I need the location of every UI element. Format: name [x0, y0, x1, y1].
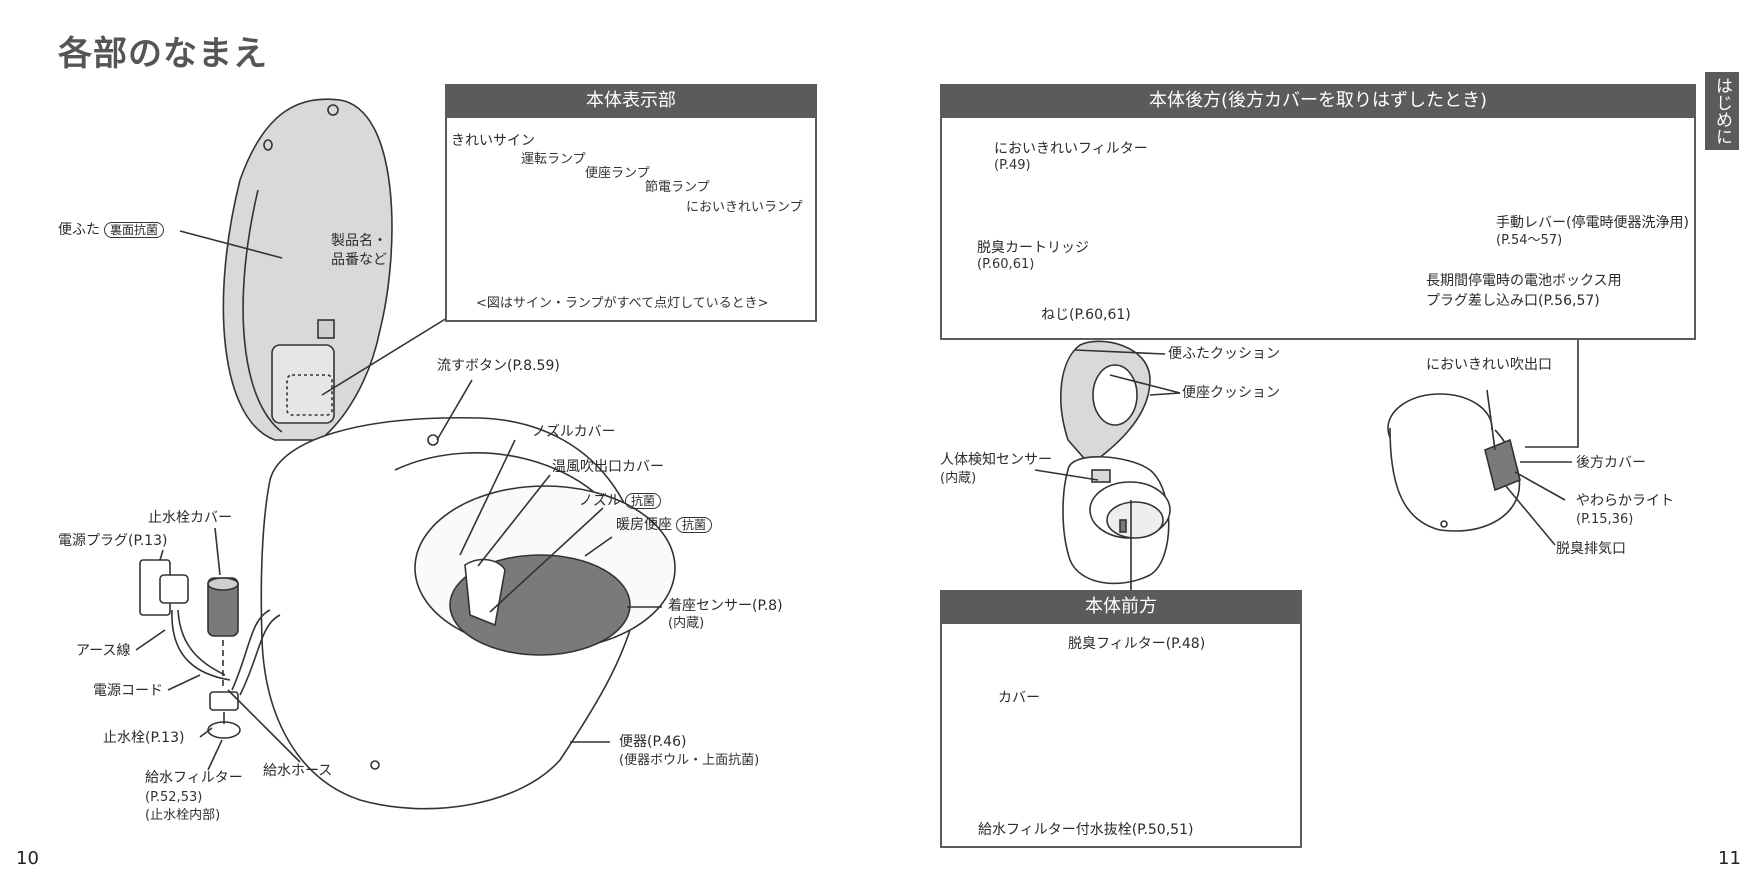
badge-lid-antibacterial: 裏面抗菌 — [104, 222, 165, 238]
label-manual-lever: 手動レバー(停電時便器洗浄用) — [1496, 215, 1689, 231]
label-bowl-note: (便器ボウル・上面抗菌) — [619, 753, 760, 768]
label-valve-cover: 止水栓カバー — [148, 510, 232, 526]
label-body-sensor: 人体検知センサー — [940, 452, 1052, 468]
label-bowl: 便器(P.46) — [619, 734, 687, 750]
label-battery-box: 長期間停電時の電池ボックス用 — [1426, 273, 1622, 289]
toilet-lid-drawing — [222, 98, 393, 441]
label-seat-sensor: 着座センサー(P.8) — [668, 598, 783, 614]
label-soft-light-ref: (P.15,36) — [1576, 512, 1634, 527]
front-panel-box — [940, 590, 1302, 848]
label-power-plug: 電源プラグ(P.13) — [58, 533, 168, 549]
label-product-name: 製品名・ — [331, 233, 387, 249]
display-panel-header: 本体表示部 — [445, 84, 817, 118]
plug-valve-drawing — [139, 559, 281, 739]
label-supply-filter-ref: (P.52,53) — [145, 790, 203, 805]
label-manual-lever-ref: (P.54〜57) — [1496, 233, 1563, 248]
label-exhaust: 脱臭排気口 — [1556, 541, 1626, 557]
badge-nozzle-antibacterial: 抗菌 — [625, 493, 662, 509]
label-deodor-filter: 脱臭フィルター(P.48) — [1068, 636, 1206, 652]
label-run-lamp: 運転ランプ — [521, 152, 586, 167]
label-odor-filter-ref: (P.49) — [994, 158, 1031, 173]
label-seat-lamp: 便座ランプ — [585, 166, 650, 181]
front-panel-header: 本体前方 — [940, 590, 1302, 624]
label-supply-filter: 給水フィルター — [145, 770, 243, 786]
label-lid: 便ふた裏面抗菌 — [58, 222, 165, 238]
label-warm-air-cover: 温風吹出口カバー — [552, 459, 664, 475]
label-earth-wire: アース線 — [76, 643, 131, 659]
small-toilet-closed-drawing — [1387, 320, 1579, 532]
label-body-sensor-note: (内蔵) — [940, 471, 977, 486]
label-product-number: 品番など — [331, 252, 387, 268]
label-deodor-cartridge: 脱臭カートリッジ — [977, 240, 1089, 256]
label-cover: カバー — [998, 690, 1040, 706]
label-flush-button: 流すボタン(P.8.59) — [437, 358, 560, 374]
label-screw: ねじ(P.60,61) — [1041, 307, 1131, 323]
page-title: 各部のなまえ — [58, 34, 268, 74]
small-toilet-open-drawing — [1060, 340, 1171, 585]
label-nozzle-cover: ノズルカバー — [532, 424, 616, 440]
label-supply-filter-note: (止水栓内部) — [145, 808, 221, 823]
label-deodor-cartridge-ref: (P.60,61) — [977, 257, 1035, 272]
label-seat-sensor-note: (内蔵) — [668, 616, 705, 631]
display-panel-box — [445, 84, 817, 322]
label-clean-sign: きれいサイン — [451, 133, 535, 149]
label-stop-valve: 止水栓(P.13) — [103, 730, 185, 746]
label-nozzle: ノズル抗菌 — [579, 493, 662, 509]
display-caption: <図はサイン・ランプがすべて点灯しているとき> — [476, 296, 769, 311]
page-number-left: 10 — [16, 848, 39, 869]
rear-panel-header: 本体後方(後方カバーを取りはずしたとき) — [940, 84, 1696, 118]
label-odor-lamp: においきれいランプ — [686, 200, 803, 215]
page-number-right: 11 — [1718, 848, 1741, 869]
label-rear-cover: 後方カバー — [1576, 455, 1646, 471]
toilet-bowl-drawing — [260, 416, 676, 810]
label-power-cord: 電源コード — [93, 683, 163, 699]
badge-seat-antibacterial: 抗菌 — [676, 517, 713, 533]
label-supply-hose: 給水ホース — [263, 763, 333, 779]
label-battery-plug: プラグ差し込み口(P.56,57) — [1426, 293, 1600, 309]
label-eco-lamp: 節電ランプ — [645, 180, 710, 195]
label-heated-seat: 暖房便座抗菌 — [616, 517, 713, 533]
label-lid-cushion: 便ふたクッション — [1168, 346, 1280, 362]
label-soft-light: やわらかライト — [1576, 493, 1674, 509]
label-odor-filter: においきれいフィルター — [994, 141, 1148, 157]
label-drain-valve: 給水フィルター付水抜栓(P.50,51) — [978, 822, 1194, 838]
chapter-tab[interactable]: はじめに — [1705, 72, 1739, 150]
label-odor-outlet: においきれい吹出口 — [1426, 357, 1552, 373]
label-seat-cushion: 便座クッション — [1182, 385, 1280, 401]
